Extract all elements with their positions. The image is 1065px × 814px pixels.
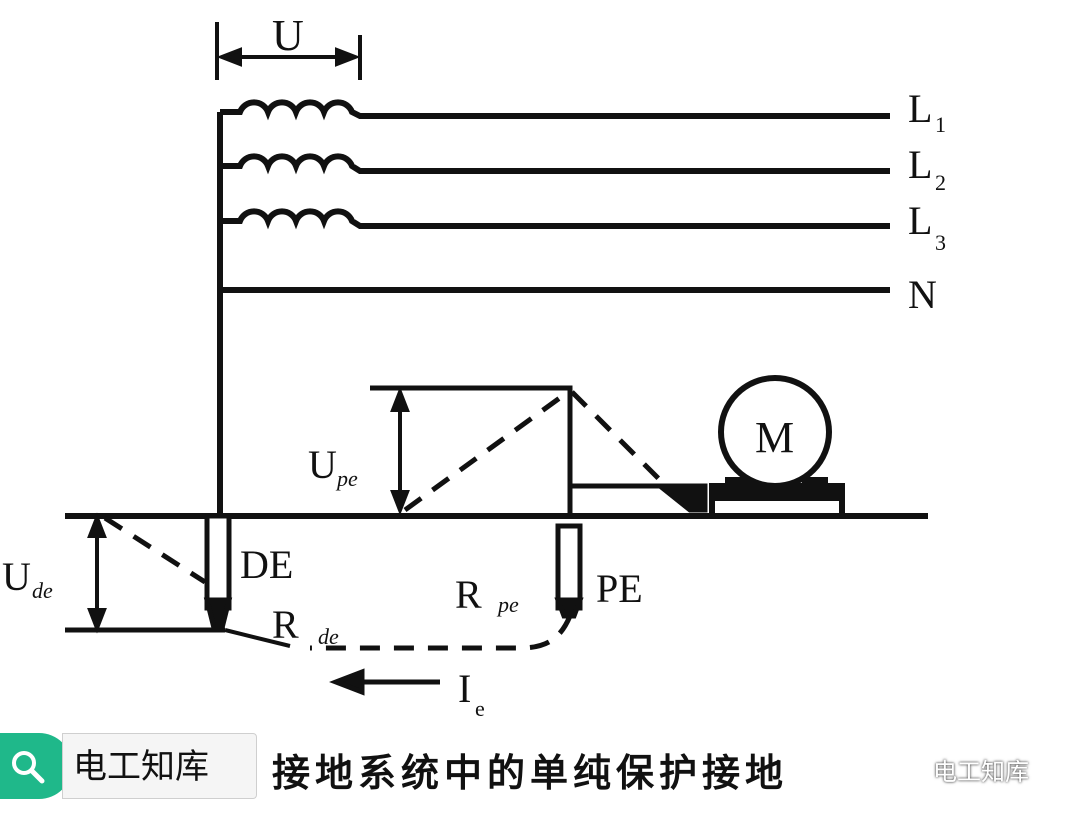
svg-text:pe: pe: [335, 466, 358, 491]
svg-text:R: R: [455, 572, 482, 617]
source-label[interactable]: 电工知库: [62, 733, 257, 799]
diagram-caption: 接地系统中的单纯保护接地: [272, 751, 789, 795]
svg-text:L: L: [908, 198, 932, 243]
phase-line-1: [220, 99, 890, 121]
svg-text:U: U: [2, 554, 31, 599]
search-icon[interactable]: [8, 747, 48, 787]
svg-text:pe: pe: [496, 592, 519, 617]
svg-text:1: 1: [935, 112, 946, 137]
ie-arrow: [329, 668, 440, 696]
rpe-label: R pe: [455, 572, 519, 617]
ie-label: I e: [458, 666, 485, 721]
pe-label: PE: [596, 566, 643, 611]
neutral-label: N: [908, 272, 937, 317]
upe-box: [370, 385, 573, 516]
upe-label: U pe: [308, 442, 358, 491]
svg-text:e: e: [475, 696, 485, 721]
watermark-text: 电工知库: [933, 757, 1029, 786]
fault-current-path: [310, 614, 573, 651]
rde-leader: [224, 628, 291, 648]
search-badge[interactable]: [0, 733, 72, 799]
circuit-diagram: U L 1 L 2 L 3 N U pe: [2, 11, 946, 721]
svg-text:3: 3: [935, 230, 946, 255]
motor-connection: [572, 483, 708, 513]
svg-text:I: I: [458, 666, 471, 711]
phase-label-3: L 3: [908, 198, 946, 255]
svg-text:de: de: [318, 624, 339, 649]
top-voltage-dimension: [215, 22, 362, 80]
ude-label: U de: [2, 554, 53, 603]
svg-text:R: R: [272, 602, 299, 647]
svg-text:2: 2: [935, 170, 946, 195]
phase-label-2: L 2: [908, 142, 946, 195]
phase-line-3: [220, 208, 890, 230]
svg-text:L: L: [908, 86, 932, 131]
ude-arrow: [87, 512, 107, 634]
upe-arrow: [390, 386, 410, 516]
pe-electrode: [554, 523, 584, 619]
rde-label: R de: [272, 602, 339, 649]
svg-text:de: de: [32, 578, 53, 603]
svg-text:L: L: [908, 142, 932, 187]
svg-text:U: U: [308, 442, 337, 487]
phase-line-2: [220, 153, 890, 175]
top-voltage-label: U: [272, 11, 304, 60]
de-electrode: [203, 513, 233, 631]
phase-label-1: L 1: [908, 86, 946, 137]
motor: [709, 375, 845, 519]
wechat-icon: [893, 755, 927, 783]
motor-label: M: [755, 413, 794, 462]
watermark: 电工知库: [893, 752, 1029, 786]
de-label: DE: [240, 542, 293, 587]
